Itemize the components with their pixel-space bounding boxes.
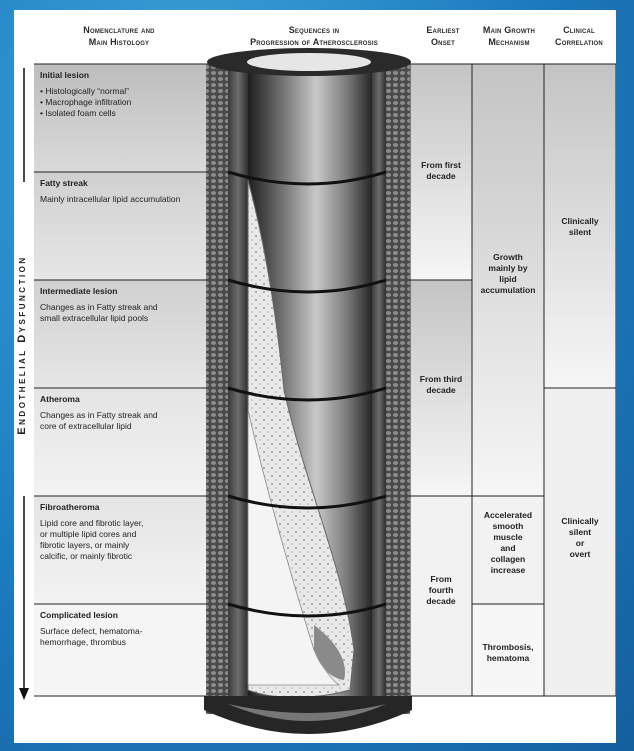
clinical-text-line: overt bbox=[544, 549, 616, 560]
growth-text-line: lipid bbox=[472, 274, 544, 285]
lesion-text-line: calcific, or mainly fibrotic bbox=[40, 551, 220, 562]
lesion-text-line: small extracellular lipid pools bbox=[40, 313, 220, 324]
onset-first-decade: From first decade bbox=[410, 160, 472, 182]
lesion-fatty-streak: Fatty streak Mainly intracellular lipid … bbox=[40, 178, 220, 205]
lesion-title: Atheroma bbox=[40, 394, 220, 405]
clinical-text-line: Clinically bbox=[544, 516, 616, 527]
clinical-text-line: or bbox=[544, 538, 616, 549]
growth-thrombosis: Thrombosis, hematoma bbox=[472, 642, 544, 664]
artery-wall-right bbox=[386, 64, 410, 714]
clinical-text-line: silent bbox=[544, 527, 616, 538]
lesion-complicated: Complicated lesion Surface defect, hemat… bbox=[40, 610, 220, 648]
lesion-atheroma: Atheroma Changes as in Fatty streak and … bbox=[40, 394, 220, 432]
clinical-silent-or-overt: Clinically silent or overt bbox=[544, 516, 616, 560]
onset-text-line: decade bbox=[410, 385, 472, 396]
growth-smooth-muscle: Accelerated smooth muscle and collagen i… bbox=[472, 510, 544, 576]
onset-text-line: From first bbox=[410, 160, 472, 171]
lesion-text-line: Mainly intracellular lipid accumulation bbox=[40, 194, 220, 205]
growth-text-line: mainly by bbox=[472, 263, 544, 274]
growth-lipid-accumulation: Growth mainly by lipid accumulation bbox=[472, 252, 544, 296]
onset-fourth-decade: From fourth decade bbox=[410, 574, 472, 607]
onset-text-line: fourth bbox=[410, 585, 472, 596]
lesion-title: Initial lesion bbox=[40, 70, 220, 81]
growth-text-line: increase bbox=[472, 565, 544, 576]
lesion-title: Intermediate lesion bbox=[40, 286, 220, 297]
onset-text-line: From third bbox=[410, 374, 472, 385]
lesion-title: Complicated lesion bbox=[40, 610, 220, 621]
growth-text-line: collagen bbox=[472, 554, 544, 565]
growth-text-line: hematoma bbox=[472, 653, 544, 664]
lesion-text-line: or multiple lipid cores and bbox=[40, 529, 220, 540]
lesion-text-line: • Isolated foam cells bbox=[40, 108, 220, 119]
lesion-text-line: • Macrophage infiltration bbox=[40, 97, 220, 108]
lesion-fibroatheroma: Fibroatheroma Lipid core and fibrotic la… bbox=[40, 502, 220, 562]
figure-panel: Nomenclature and Main Histology Sequence… bbox=[14, 10, 616, 743]
lesion-title: Fibroatheroma bbox=[40, 502, 220, 513]
onset-text-line: decade bbox=[410, 596, 472, 607]
lesion-text-line: Surface defect, hematoma- bbox=[40, 626, 220, 637]
growth-text-line: and bbox=[472, 543, 544, 554]
endothelial-dysfunction-label: Endothelial Dysfunction bbox=[16, 195, 32, 495]
clinical-silent: Clinically silent bbox=[544, 216, 616, 238]
lesion-title: Fatty streak bbox=[40, 178, 220, 189]
lesion-text-line: Changes as in Fatty streak and bbox=[40, 302, 220, 313]
growth-text-line: Thrombosis, bbox=[472, 642, 544, 653]
growth-text-line: accumulation bbox=[472, 285, 544, 296]
artery-illustration bbox=[204, 48, 412, 734]
onset-third-decade: From third decade bbox=[410, 374, 472, 396]
lesion-initial: Initial lesion • Histologically “normal”… bbox=[40, 70, 220, 119]
lesion-intermediate: Intermediate lesion Changes as in Fatty … bbox=[40, 286, 220, 324]
artery-top-lumen bbox=[247, 53, 371, 71]
lesion-text-line: Changes as in Fatty streak and bbox=[40, 410, 220, 421]
growth-text-line: Growth bbox=[472, 252, 544, 263]
lesion-text-line: core of extracellular lipid bbox=[40, 421, 220, 432]
lesion-text-line: fibrotic layers, or mainly bbox=[40, 540, 220, 551]
clinical-text-line: silent bbox=[544, 227, 616, 238]
growth-text-line: smooth bbox=[472, 521, 544, 532]
lesion-text-line: Lipid core and fibrotic layer, bbox=[40, 518, 220, 529]
growth-text-line: Accelerated bbox=[472, 510, 544, 521]
onset-text-line: decade bbox=[410, 171, 472, 182]
onset-text-line: From bbox=[410, 574, 472, 585]
clinical-text-line: Clinically bbox=[544, 216, 616, 227]
lesion-text-line: • Histologically “normal” bbox=[40, 86, 220, 97]
growth-text-line: muscle bbox=[472, 532, 544, 543]
lesion-text-line: hemorrhage, thrombus bbox=[40, 637, 220, 648]
